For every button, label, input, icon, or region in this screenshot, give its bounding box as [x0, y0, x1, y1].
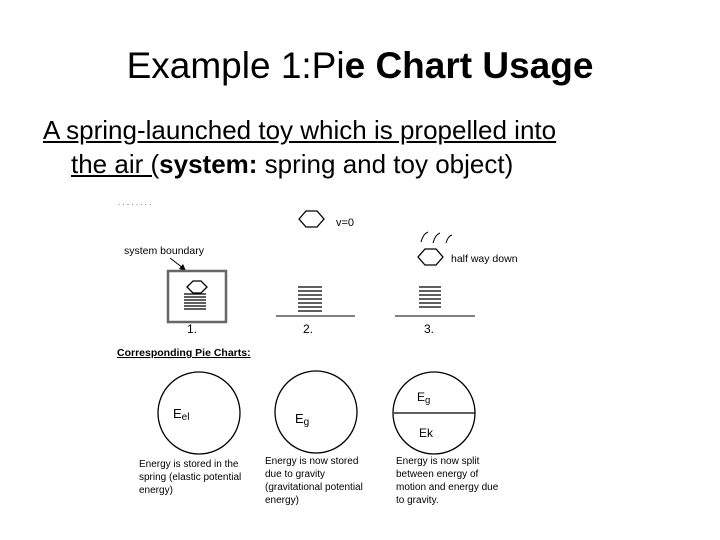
velocity-label: v=0: [336, 217, 354, 229]
system-label: system:: [159, 149, 258, 179]
pie-2-caption-line: due to gravity: [265, 469, 325, 480]
pie-chart-2: [274, 370, 358, 454]
half-way-label: half way down: [451, 253, 518, 265]
pie-3-caption: Energy is now split between energy of mo…: [396, 456, 501, 506]
pie-1-label-main: E: [173, 406, 182, 421]
pie-1-label: Eel: [173, 406, 189, 423]
stage-label-3: 3.: [424, 322, 434, 336]
pie-2-label-sub: g: [304, 417, 310, 428]
pie-3-caption-line: between energy of: [396, 469, 479, 480]
subtitle-line-2-rest: spring and toy object): [257, 149, 514, 179]
stage-label-2: 2.: [303, 322, 313, 336]
subtitle-line-2-underlined: the air (: [71, 149, 160, 179]
pie-3-label-bottom: Ek: [419, 426, 434, 440]
spring-stage-1: [184, 293, 206, 310]
subtitle: A spring-launched toy which is propelled…: [43, 113, 683, 181]
title-bold: e Chart Usage: [344, 45, 594, 86]
page-title: Example 1:Pie Chart Usage: [0, 40, 720, 92]
spring-stage-2: [298, 286, 322, 312]
toy-object-stage-1: [186, 280, 208, 294]
stage-label-1: 1.: [187, 322, 197, 336]
motion-lines-icon: [420, 231, 453, 244]
pie-section-heading: Corresponding Pie Charts:: [117, 347, 251, 359]
pie-3-caption-line: to gravity.: [396, 495, 439, 506]
toy-object-stage-2: [298, 210, 325, 228]
pie-3-label-top: Eg: [417, 390, 430, 406]
pie-1-caption-line: Energy is stored in the: [139, 459, 239, 470]
pie-1-caption-line: spring (elastic potential: [139, 472, 241, 483]
title-prefix: Example 1:Pi: [126, 45, 345, 86]
pie-2-caption-line: Energy is now stored: [265, 456, 358, 467]
boundary-arrow-head: [179, 264, 186, 271]
subtitle-line-1: A spring-launched toy which is propelled…: [43, 115, 557, 145]
top-dots: . . . . . . . .: [118, 198, 151, 207]
pie-2-label: Eg: [295, 411, 309, 428]
system-boundary-label: system boundary: [124, 245, 205, 257]
spring-stage-3: [419, 286, 441, 308]
pie-2-caption: Energy is now stored due to gravity (gra…: [265, 456, 366, 506]
boundary-arrow-line: [169, 257, 184, 269]
pie-2-caption-line: (gravitational potential: [265, 482, 363, 493]
pie-3-caption-line: Energy is now split: [396, 456, 480, 467]
pie-1-caption-line: energy): [139, 485, 173, 496]
subtitle-line-2: the air (system: spring and toy object): [43, 147, 683, 181]
toy-object-stage-3: [417, 248, 444, 266]
pie-3-label-sub: g: [425, 395, 430, 406]
pie-2-label-main: E: [295, 411, 304, 426]
system-boundary-box: [166, 269, 228, 324]
pie-2-caption-line: energy): [265, 495, 299, 506]
pie-1-label-sub: el: [182, 412, 190, 423]
pie-1-caption: Energy is stored in the spring (elastic …: [139, 459, 244, 496]
pie-chart-1: [157, 371, 241, 455]
pie-3-caption-line: motion and energy due: [396, 482, 499, 493]
pie-3-label-main: E: [417, 390, 425, 404]
